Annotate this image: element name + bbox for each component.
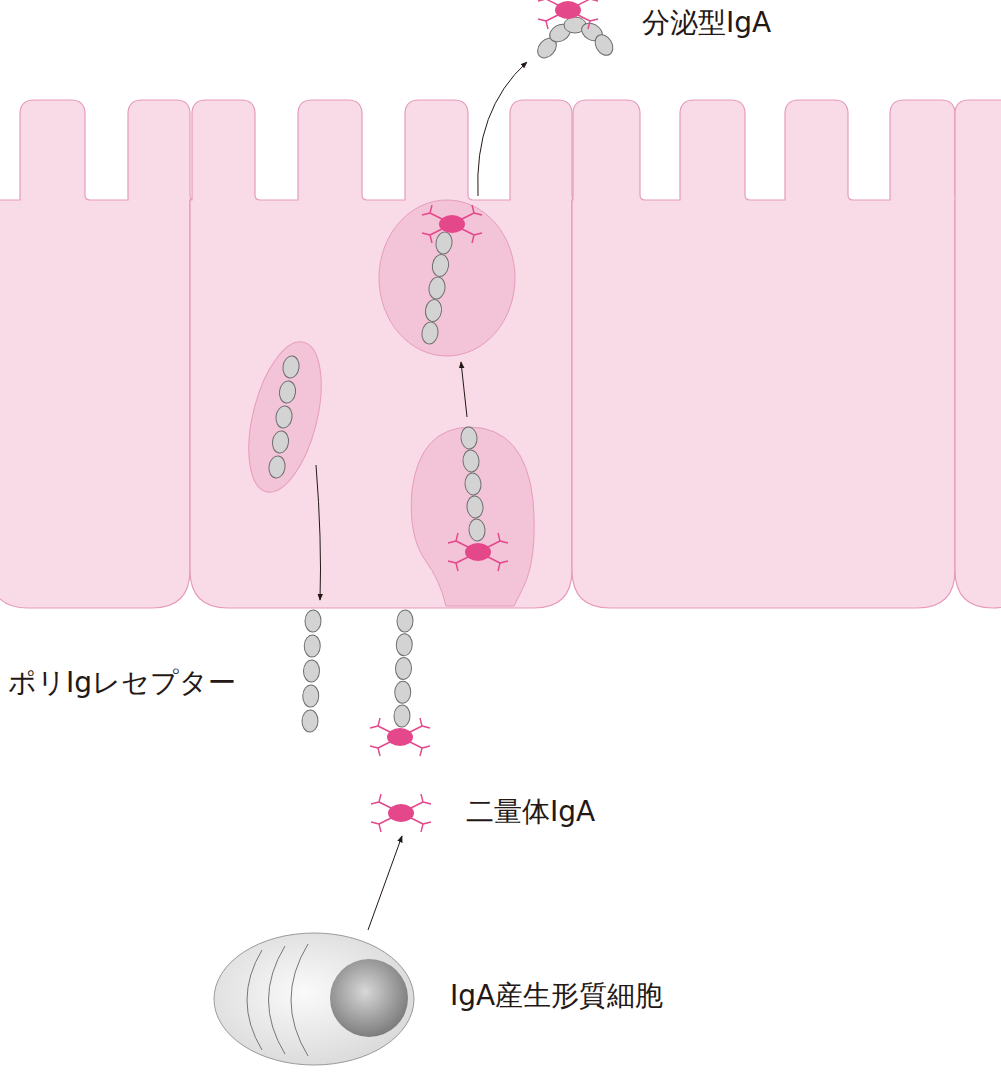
- receptor-domain: [395, 657, 412, 679]
- epithelial-cell: [0, 100, 195, 608]
- receptor-domain: [268, 455, 287, 479]
- iga-arm: [538, 0, 546, 1]
- iga-arm: [423, 802, 431, 804]
- receptor-domain: [464, 472, 482, 495]
- iga-arm: [430, 235, 432, 243]
- iga-arm: [500, 561, 508, 563]
- iga-arm: [420, 748, 422, 756]
- receptor-domain: [466, 495, 484, 518]
- iga-arm: [421, 824, 423, 832]
- iga-arm: [422, 213, 430, 215]
- iga-arm: [423, 822, 431, 824]
- iga-arm: [472, 235, 474, 243]
- iga-arm: [538, 19, 546, 21]
- iga-arm: [430, 205, 432, 213]
- arrow: [478, 62, 527, 196]
- receptor-domain: [434, 231, 453, 255]
- epithelial-cell: [572, 100, 960, 608]
- iga-arm: [498, 563, 500, 571]
- er-arc: [291, 944, 308, 1056]
- iga-arm: [546, 21, 548, 29]
- iga-arm: [420, 718, 422, 726]
- receptor-domain: [420, 321, 439, 345]
- receptor-domain: [303, 660, 320, 682]
- iga-arm: [422, 726, 430, 728]
- iga-arm: [378, 748, 380, 756]
- receptor-domain: [468, 518, 486, 541]
- receptor-domain: [396, 634, 413, 656]
- iga-arm: [448, 541, 456, 543]
- receptor-domain: [431, 253, 450, 277]
- receptor-domain: [462, 449, 480, 472]
- arrow: [461, 362, 467, 417]
- receptor-domain: [304, 635, 321, 657]
- iga-arm: [590, 0, 598, 1]
- receptor-domain: [302, 685, 319, 707]
- iga-core: [388, 804, 414, 822]
- iga-arm: [371, 802, 379, 804]
- iga-core: [387, 728, 413, 746]
- iga-arm: [370, 726, 378, 728]
- receptor-domain: [271, 430, 290, 454]
- label: 分泌型IgA: [642, 6, 771, 40]
- label: 二量体IgA: [466, 795, 595, 829]
- er-arc: [269, 946, 286, 1054]
- receptor-domain: [305, 610, 322, 632]
- arrow: [368, 836, 402, 930]
- iga-core: [465, 543, 491, 561]
- receptor-domain: [278, 380, 297, 404]
- receptor-domain: [427, 276, 446, 300]
- iga-arm: [371, 822, 379, 824]
- iga-arm: [370, 746, 378, 748]
- arrow: [316, 465, 321, 600]
- receptor-domain: [302, 710, 319, 732]
- iga-arm: [421, 794, 423, 802]
- plasma-cell: [214, 933, 414, 1065]
- iga-arm: [448, 561, 456, 563]
- vesicle: [379, 200, 515, 356]
- label: IgA産生形質細胞: [450, 979, 663, 1013]
- iga-arm: [474, 213, 482, 215]
- iga-arm: [588, 21, 590, 29]
- iga-arm: [474, 233, 482, 235]
- iga-arm: [422, 233, 430, 235]
- iga-arm: [472, 205, 474, 213]
- receptor-domain: [394, 705, 411, 727]
- receptor-domain: [460, 426, 478, 449]
- er-arc: [247, 950, 262, 1050]
- iga-arm: [378, 718, 380, 726]
- vesicle: [235, 335, 334, 500]
- iga-arm: [500, 541, 508, 543]
- receptor-domain: [592, 31, 617, 58]
- receptor-domain: [394, 681, 411, 703]
- label: ポリIgレセプター: [8, 666, 236, 700]
- iga-arm: [379, 794, 381, 802]
- iga-arm: [498, 533, 500, 541]
- receptor-domain: [397, 610, 414, 632]
- receptor-domain: [424, 298, 443, 322]
- iga-core: [555, 1, 581, 19]
- iga-arm: [456, 533, 458, 541]
- receptor-domain: [275, 405, 294, 429]
- nucleus: [330, 959, 408, 1037]
- iga-core: [439, 215, 465, 233]
- epithelial-cell: [955, 100, 1001, 608]
- endocytic-vesicle: [411, 427, 534, 606]
- receptor-domain: [282, 355, 301, 379]
- iga-arm: [590, 19, 598, 21]
- iga-arm: [422, 746, 430, 748]
- epithelial-cell: [190, 100, 577, 608]
- iga-arm: [456, 563, 458, 571]
- iga-arm: [379, 824, 381, 832]
